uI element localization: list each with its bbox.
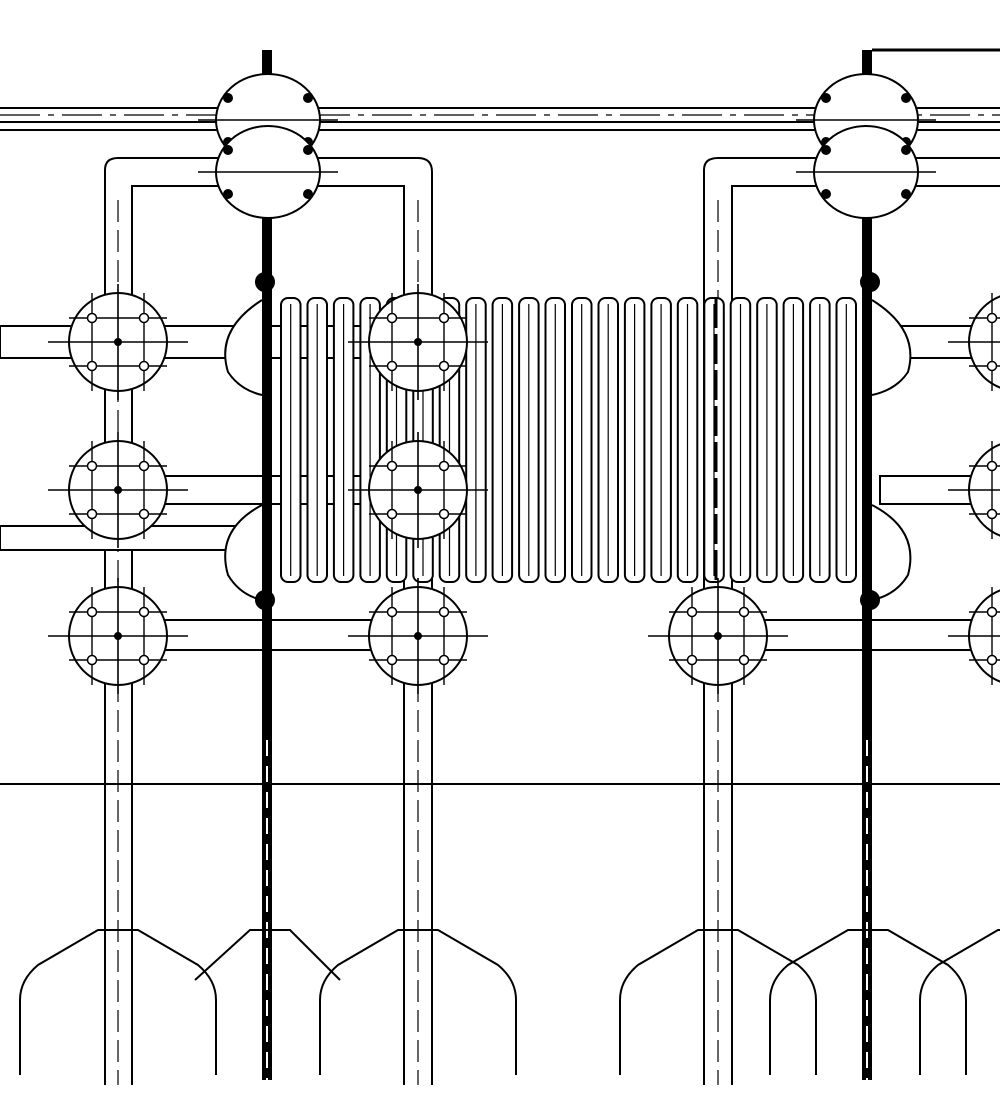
top-flange-left <box>197 73 339 219</box>
main-busbar-right <box>862 48 1000 1080</box>
flange-icon <box>947 577 1000 695</box>
insulator-icon <box>919 929 1000 1076</box>
flange-icon <box>47 283 189 401</box>
post-insulators <box>19 929 1000 1076</box>
flange-icon <box>947 431 1000 549</box>
flange-icon <box>347 577 489 695</box>
clamp-caps <box>224 272 912 610</box>
flange-icon <box>947 283 1000 401</box>
bellows-joint <box>280 297 857 583</box>
flange-icon <box>47 577 189 695</box>
flange-icon <box>647 577 789 695</box>
main-busbar-left <box>262 50 272 1080</box>
top-flange-right <box>795 73 937 219</box>
